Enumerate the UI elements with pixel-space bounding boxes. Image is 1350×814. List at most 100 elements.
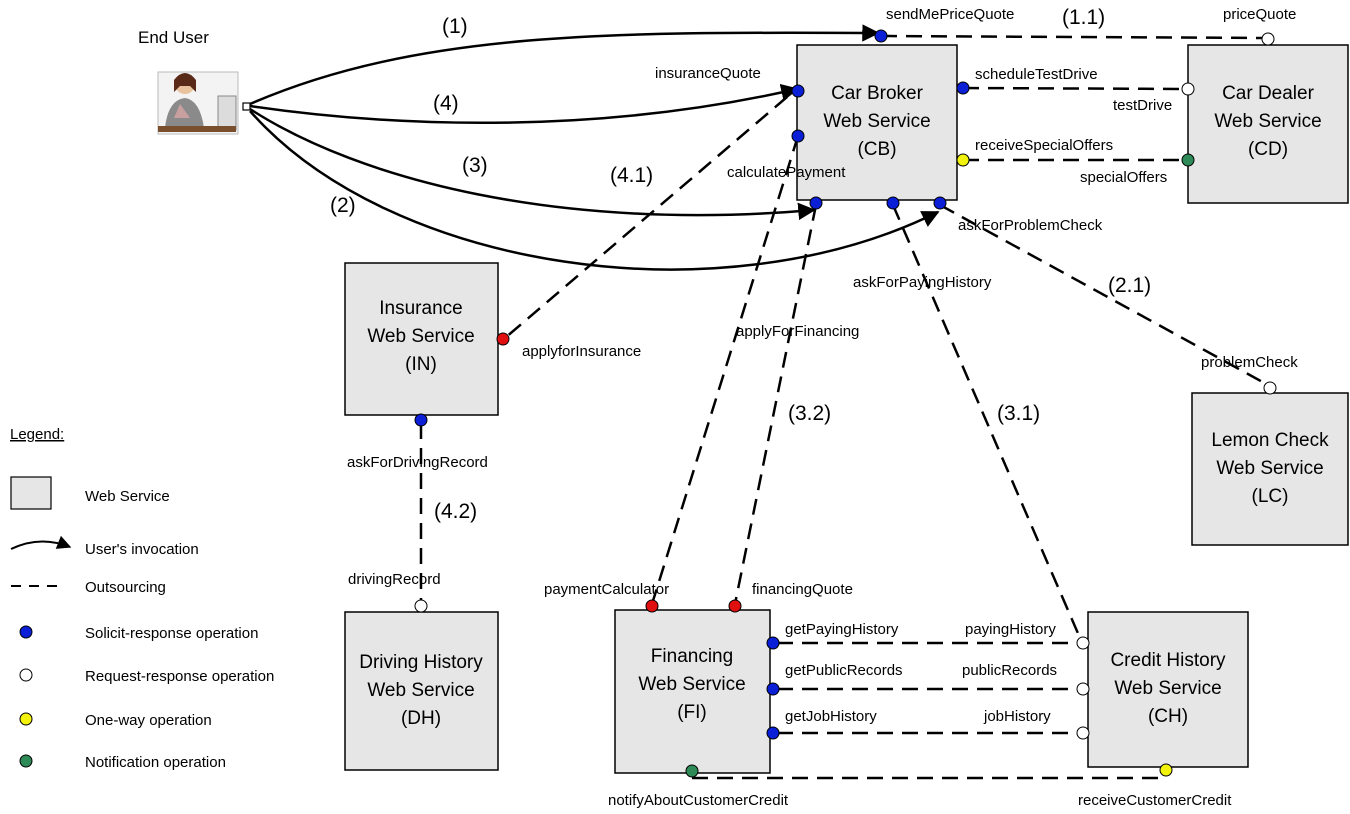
port-financingQuote[interactable] xyxy=(728,599,742,613)
seq-label-4-2: (4.2) xyxy=(434,500,477,523)
label-publicRecords: publicRecords xyxy=(962,662,1057,679)
label-drivingRecord: drivingRecord xyxy=(348,571,441,588)
car-broker-service[interactable]: Car Broker Web Service (CB) xyxy=(796,44,958,201)
port-insuranceQuote[interactable] xyxy=(791,84,805,98)
port-getPayingHistory[interactable] xyxy=(766,636,780,650)
legend-title: Legend: xyxy=(10,426,64,443)
port-paymentCalculator[interactable] xyxy=(645,599,659,613)
port-testDrive[interactable] xyxy=(1181,82,1195,96)
seq-label-2: (2) xyxy=(330,194,356,217)
label-insuranceQuote: insuranceQuote xyxy=(655,65,761,82)
legend-notification-swatch xyxy=(19,754,33,768)
svg-text:Car Broker: Car Broker xyxy=(831,83,924,104)
legend-oneway-swatch xyxy=(19,712,33,726)
svg-text:Lemon Check: Lemon Check xyxy=(1211,430,1329,451)
svg-text:(IN): (IN) xyxy=(405,354,437,375)
seq-label-3-1: (3.1) xyxy=(997,402,1040,425)
svg-text:Web Service: Web Service xyxy=(1114,678,1221,699)
svg-text:(CH): (CH) xyxy=(1148,706,1188,727)
label-notifyAboutCustomerCredit: notifyAboutCustomerCredit xyxy=(608,792,789,809)
legend-invocation-swatch xyxy=(10,535,72,550)
seq-label-1-1: (1.1) xyxy=(1062,6,1105,29)
seq-label-2-1: (2.1) xyxy=(1108,274,1151,297)
svg-text:Web Service: Web Service xyxy=(823,111,930,132)
legend-invocation: User's invocation xyxy=(85,541,199,558)
car-dealer-service[interactable]: Car Dealer Web Service (CD) xyxy=(1187,44,1349,204)
label-getPayingHistory: getPayingHistory xyxy=(785,621,899,638)
port-receiveSpecialOffers[interactable] xyxy=(956,153,970,167)
legend-solicit-swatch xyxy=(19,625,33,639)
legend-solicit: Solicit-response operation xyxy=(85,625,258,642)
port-publicRecords[interactable] xyxy=(1076,682,1090,696)
svg-text:(CB): (CB) xyxy=(857,139,896,160)
port-receiveCustomerCredit[interactable] xyxy=(1159,763,1173,777)
port-payingHistory[interactable] xyxy=(1076,636,1090,650)
label-getPublicRecords: getPublicRecords xyxy=(785,662,903,679)
label-receiveCustomerCredit: receiveCustomerCredit xyxy=(1078,792,1232,809)
legend-request: Request-response operation xyxy=(85,668,274,685)
end-user-label: End User xyxy=(138,28,209,47)
svg-text:Web Service: Web Service xyxy=(367,680,474,701)
label-specialOffers: specialOffers xyxy=(1080,169,1167,186)
svg-text:Credit History: Credit History xyxy=(1110,650,1226,671)
port-specialOffers[interactable] xyxy=(1181,153,1195,167)
seq-label-3: (3) xyxy=(462,154,488,177)
seq-label-1: (1) xyxy=(442,15,468,38)
port-askForPayingHistory[interactable] xyxy=(886,196,900,210)
dash-payment-calculator xyxy=(650,135,800,605)
port-applyforInsurance[interactable] xyxy=(496,332,510,346)
invocation-arrow-3 xyxy=(249,107,816,221)
port-drivingRecord[interactable] xyxy=(414,599,428,613)
label-applyforInsurance: applyforInsurance xyxy=(522,343,641,360)
port-applyForFinancing[interactable] xyxy=(809,196,823,210)
svg-text:(FI): (FI) xyxy=(677,702,707,723)
credit-history-service[interactable]: Credit History Web Service (CH) xyxy=(1087,611,1249,768)
svg-text:Web Service: Web Service xyxy=(1214,111,1321,132)
legend-outsourcing: Outsourcing xyxy=(85,579,166,596)
driving-history-service[interactable]: Driving History Web Service (DH) xyxy=(344,611,499,771)
label-payingHistory: payingHistory xyxy=(965,621,1056,638)
label-askForProblemCheck: askForProblemCheck xyxy=(958,217,1103,234)
port-askForDrivingRecord[interactable] xyxy=(414,413,428,427)
port-notifyAboutCustomerCredit[interactable] xyxy=(685,764,699,778)
port-askForProblemCheck[interactable] xyxy=(933,196,947,210)
dash-test-drive xyxy=(962,86,1187,91)
dash-insurance xyxy=(504,96,788,339)
insurance-service[interactable]: Insurance Web Service (IN) xyxy=(344,262,499,416)
label-priceQuote: priceQuote xyxy=(1223,6,1296,23)
financing-service[interactable]: Financing Web Service (FI) xyxy=(614,609,771,774)
port-jobHistory[interactable] xyxy=(1076,726,1090,740)
end-user-port[interactable] xyxy=(242,102,251,111)
port-problemCheck[interactable] xyxy=(1263,381,1277,395)
label-getJobHistory: getJobHistory xyxy=(785,708,877,725)
label-askForDrivingRecord: askForDrivingRecord xyxy=(347,454,488,471)
label-financingQuote: financingQuote xyxy=(752,581,853,598)
port-sendMePriceQuote[interactable] xyxy=(874,29,888,43)
lemon-check-service[interactable]: Lemon Check Web Service (LC) xyxy=(1191,392,1349,546)
label-testDrive: testDrive xyxy=(1113,97,1172,114)
label-calculatePayment: calculatePayment xyxy=(727,164,846,181)
port-getJobHistory[interactable] xyxy=(766,726,780,740)
port-calculatePayment[interactable] xyxy=(791,129,805,143)
dash-problem-check xyxy=(939,203,1269,387)
legend-web-service: Web Service xyxy=(85,488,170,505)
legend-oneway: One-way operation xyxy=(85,712,212,729)
invocation-arrow-1 xyxy=(249,24,880,106)
label-askForPayingHistory: askForPayingHistory xyxy=(853,274,992,291)
port-priceQuote[interactable] xyxy=(1261,32,1275,46)
label-jobHistory: jobHistory xyxy=(983,708,1051,725)
dash-paying-history xyxy=(891,204,1082,639)
svg-text:Driving History: Driving History xyxy=(359,652,483,673)
svg-text:Insurance: Insurance xyxy=(379,298,462,319)
seq-label-4-1: (4.1) xyxy=(610,164,653,187)
seq-label-4: (4) xyxy=(433,92,459,115)
dash-price-quote xyxy=(880,34,1269,40)
end-user-icon xyxy=(157,71,239,135)
invocation-arrow-4 xyxy=(249,83,799,125)
svg-text:Financing: Financing xyxy=(651,646,733,667)
svg-text:Car Dealer: Car Dealer xyxy=(1222,83,1315,104)
port-getPublicRecords[interactable] xyxy=(766,682,780,696)
port-scheduleTestDrive[interactable] xyxy=(956,81,970,95)
label-problemCheck: problemCheck xyxy=(1201,354,1298,371)
